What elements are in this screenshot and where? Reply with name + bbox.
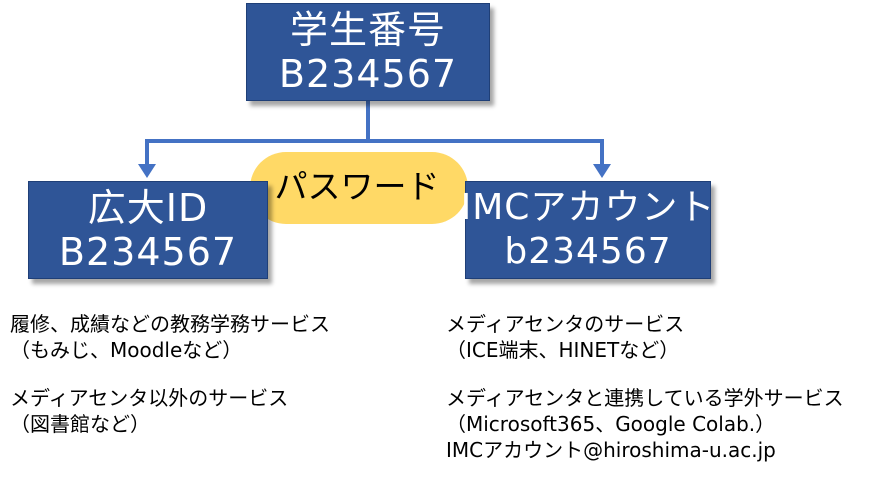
password-pill: パスワード bbox=[250, 152, 468, 224]
hiroshima-id-services: 履修、成績などの教務学務サービス （もみじ、Moodleなど） メディアセンタ以… bbox=[10, 311, 330, 437]
arrow-right-head bbox=[593, 164, 611, 178]
student-number-box: 学生番号 B234567 bbox=[246, 3, 490, 101]
service-text: （もみじ、Moodleなど） bbox=[10, 338, 243, 362]
imc-account-box: IMCアカウント b234567 bbox=[461, 181, 714, 279]
service-text: メディアセンタ以外のサービス bbox=[10, 386, 289, 410]
service-text: メディアセンタのサービス bbox=[446, 312, 685, 336]
service-text: IMCアカウント@hiroshima-u.ac.jp bbox=[446, 438, 776, 462]
imc-account-title: IMCアカウント bbox=[460, 187, 716, 228]
imc-account-services: メディアセンタのサービス （ICE端末、HINETなど） メディアセンタと連携し… bbox=[446, 311, 844, 463]
student-number-title: 学生番号 bbox=[289, 8, 446, 52]
imc-account-value: b234567 bbox=[504, 231, 672, 272]
student-number-value: B234567 bbox=[278, 52, 458, 96]
arrow-left-head bbox=[138, 164, 156, 178]
hiroshima-id-box: 広大ID B234567 bbox=[28, 181, 268, 279]
password-label: パスワード bbox=[274, 167, 440, 206]
hiroshima-id-value: B234567 bbox=[58, 230, 238, 274]
service-text: （Microsoft365、Google Colab.） bbox=[446, 412, 776, 436]
service-text: メディアセンタと連携している学外サービス bbox=[446, 386, 844, 410]
service-text: （図書館など） bbox=[10, 412, 150, 436]
service-text: （ICE端末、HINETなど） bbox=[446, 338, 680, 362]
hiroshima-id-title: 広大ID bbox=[87, 186, 209, 230]
service-text: 履修、成績などの教務学務サービス bbox=[10, 312, 330, 336]
